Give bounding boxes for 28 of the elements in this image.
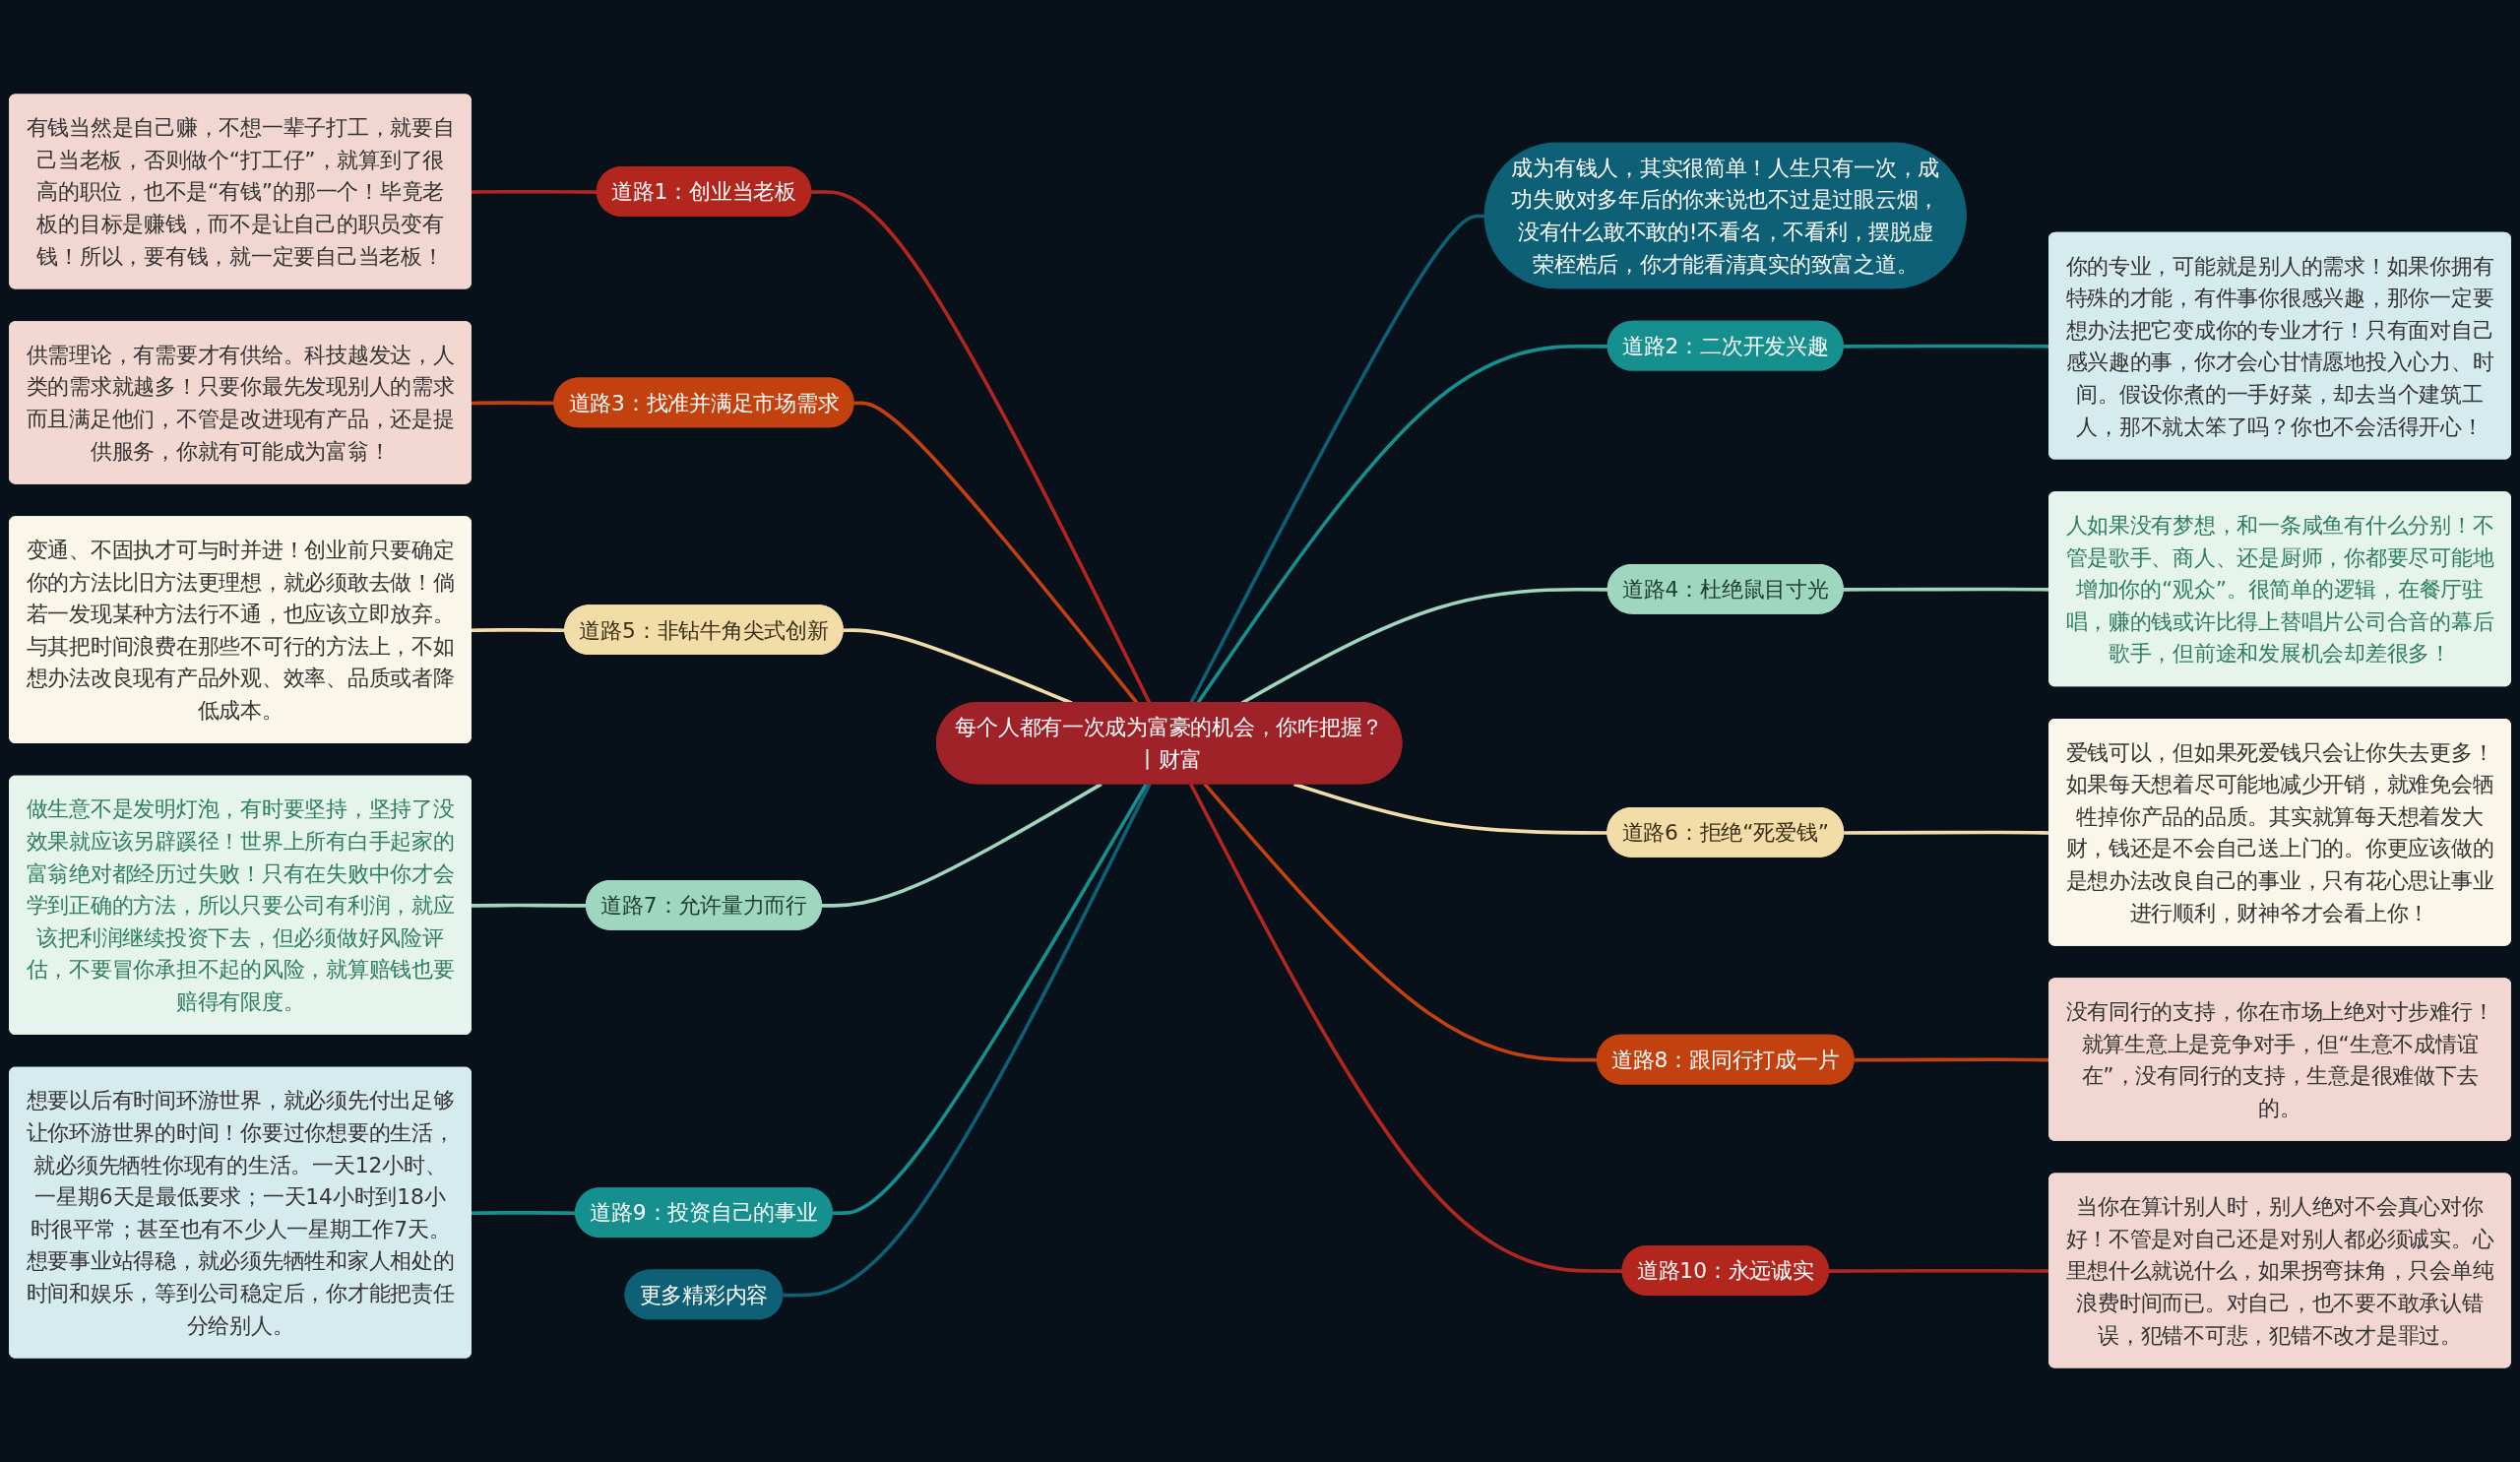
topic-pill: 道路6：拒绝“死爱钱”: [1606, 806, 1845, 858]
topic-pill: 道路4：杜绝鼠目寸光: [1606, 563, 1844, 614]
note-card: 你的专业，可能就是别人的需求！如果你拥有特殊的才能，有件事你很感兴趣，那你一定要想办法把它变成你的专业才行！只有面对自己感兴趣的事，你才会心甘情愿地投入心力、时间。假设你煮的一手好菜，却去当个建筑工人，那不就太笨了吗？你也不会活得开心！: [2048, 231, 2511, 460]
connector: [783, 783, 1152, 1298]
note-card: 做生意不是发明灯泡，有时要坚持，坚持了没效果就应该另辟蹊径！世界上所有白手起家的富翁绝对都经历过失败！只有在失败中你才会学到正确的方法，所以只要公司有利润，就应该把利润继续投资下去，但必须做好风险评估，不要冒你承担不起的风险，就算赔钱也要赔得有限度。: [9, 775, 472, 1035]
note-card: 当你在算计别人时，别人绝对不会真心对你好！不管是对自己还是对别人都必须诚实。心里想什么就说什么，如果拐弯抹角，只会单纯浪费时间而已。对自己，也不要不敢承认错误，犯错不可悲，犯错不改才是罪过。: [2048, 1173, 2511, 1368]
topic-pill: 道路2：二次开发兴趣: [1606, 320, 1844, 371]
note-card: 有钱当然是自己赚，不想一辈子打工，就要自己当老板，否则做个“打工仔”，就算到了很高的职位，也不是“有钱”的那一个！毕竟老板的目标是赚钱，而不是让自己的职员变有钱！所以，要有钱，就一定要自己当老板！: [9, 94, 472, 289]
topic-pill: 成为有钱人，其实很简单！人生只有一次，成功失败对多年后的你来说也不过是过眼云烟，没有什么敢不敢的!不看名，不看利，摆脱虚荣桎梏后，你才能看清真实的致富之道。: [1483, 142, 1967, 289]
central-topic: 每个人都有一次成为富豪的机会，你咋把握？丨财富: [935, 702, 1403, 785]
note-card: 想要以后有时间环游世界，就必须先付出足够让你环游世界的时间！你要过你想要的生活，就必须先牺牲你现有的生活。一天12小时、一星期6天是最低要求；一天14小时到18小时很平常；甚至也有不少人一星期工作7天。想要事业站得稳，就必须先牺牲和家人相处的时间和娱乐，等到公司稳定后，你才能把责任分给别人。: [9, 1066, 472, 1359]
topic-pill: 更多精彩内容: [624, 1269, 784, 1320]
topic-pill: 道路7：允许量力而行: [585, 879, 822, 930]
topic-pill: 道路10：永远诚实: [1621, 1245, 1829, 1296]
topic-pill: 道路3：找准并满足市场需求: [553, 377, 854, 428]
topic-pill: 道路9：投资自己的事业: [575, 1187, 833, 1238]
note-card: 变通、不固执才可与时并进！创业前只要确定你的方法比旧方法更理想，就必须敢去做！倘若一发现某种方法行不通，也应该立即放弃。与其把时间浪费在那些不可行的方法上，不如想办法改良现有产品外观、效率、品质或者降低成本。: [9, 516, 472, 744]
topic-pill: 道路8：跟同行打成一片: [1596, 1034, 1855, 1085]
connector: [832, 783, 1148, 1216]
connector: [1189, 783, 1623, 1273]
note-card: 爱钱可以，但如果死爱钱只会让你失去更多！如果每天想着尽可能地减少开销，就难免会牺牲掉你产品的品质。其实就算每天想着发大财，钱还是不会自己送上门的。你更应该做的是想办法改良自己的事业，只有花心思让事业进行顺利，财神爷才会看上你！: [2048, 718, 2511, 946]
connector: [822, 782, 1102, 908]
note-card: 供需理论，有需要才有供给。科技越发达，人类的需求就越多！只要你最先发现别人的需求而且满足他们，不管是改进现有产品，还是提供服务，你就有可能成为富翁！: [9, 321, 472, 484]
note-card: 没有同行的支持，你在市场上绝对寸步难行！就算生意上是竞争对手，但“生意不成情谊在”，没有同行的支持，生意是很难做下去的。: [2048, 978, 2511, 1141]
topic-pill: 道路5：非钻牛角尖式创新: [564, 604, 844, 656]
note-card: 人如果没有梦想，和一条咸鱼有什么分别！不管是歌手、商人、还是厨师，你都要尽可能地增加你的“观众”。很简单的逻辑，在餐厅驻唱，赚的钱或许比得上替唱片公司合音的幕后歌手，但前途和发展机会却差很多！: [2048, 491, 2511, 687]
topic-pill: 道路1：创业当老板: [596, 166, 812, 217]
connector: [471, 401, 555, 406]
